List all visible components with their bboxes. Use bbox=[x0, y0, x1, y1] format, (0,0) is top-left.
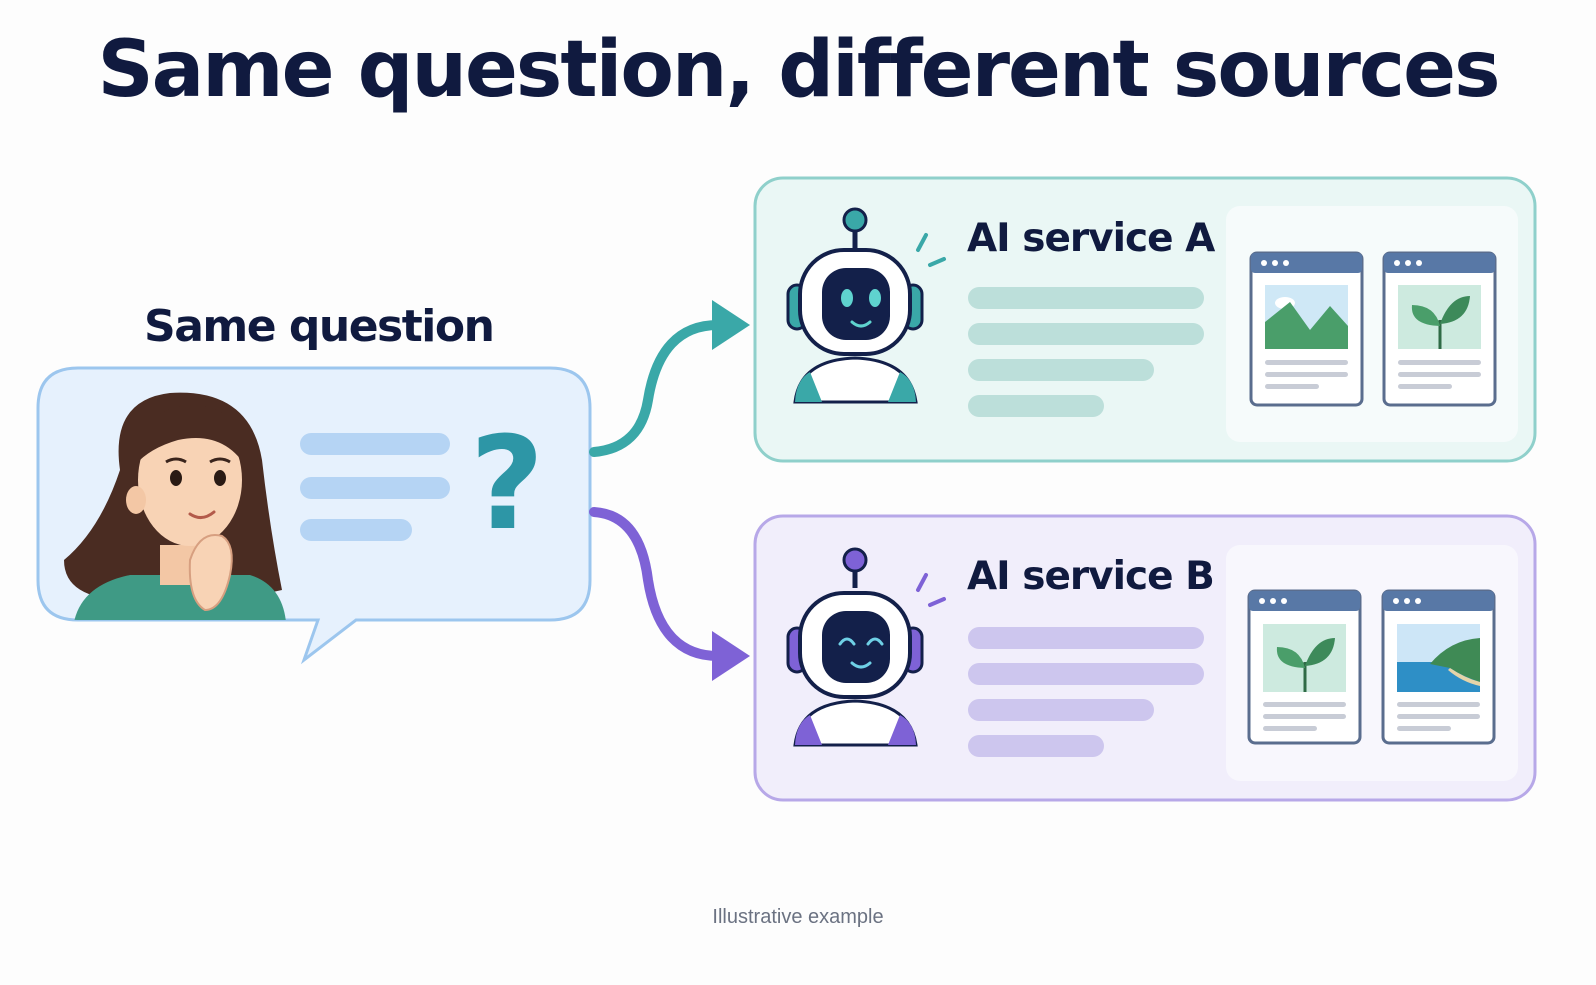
service-a-response-lines bbox=[968, 287, 1204, 417]
source-card bbox=[1249, 251, 1364, 407]
caption: Illustrative example bbox=[712, 906, 884, 928]
service-b-title: AI service B bbox=[967, 554, 1215, 599]
question-heading: Same question bbox=[144, 301, 495, 352]
source-card bbox=[1382, 251, 1497, 407]
robot-icon bbox=[786, 207, 946, 404]
service-a-title: AI service A bbox=[967, 216, 1215, 261]
arrow-to-service-b bbox=[589, 507, 750, 681]
question-text-lines bbox=[300, 433, 450, 541]
source-card bbox=[1247, 589, 1362, 745]
coast-image-icon bbox=[1397, 624, 1480, 692]
source-card bbox=[1381, 589, 1496, 745]
robot-icon bbox=[786, 547, 946, 747]
leaf-image-icon bbox=[1263, 624, 1346, 692]
leaf-image-icon bbox=[1398, 285, 1481, 349]
arrow-to-service-a bbox=[589, 300, 750, 457]
question-mark: ? bbox=[470, 410, 544, 559]
thinking-person-icon bbox=[64, 392, 286, 620]
service-b-response-lines bbox=[968, 627, 1204, 757]
page-title: Same question, different sources bbox=[97, 25, 1500, 115]
mountain-image-icon bbox=[1265, 285, 1348, 349]
